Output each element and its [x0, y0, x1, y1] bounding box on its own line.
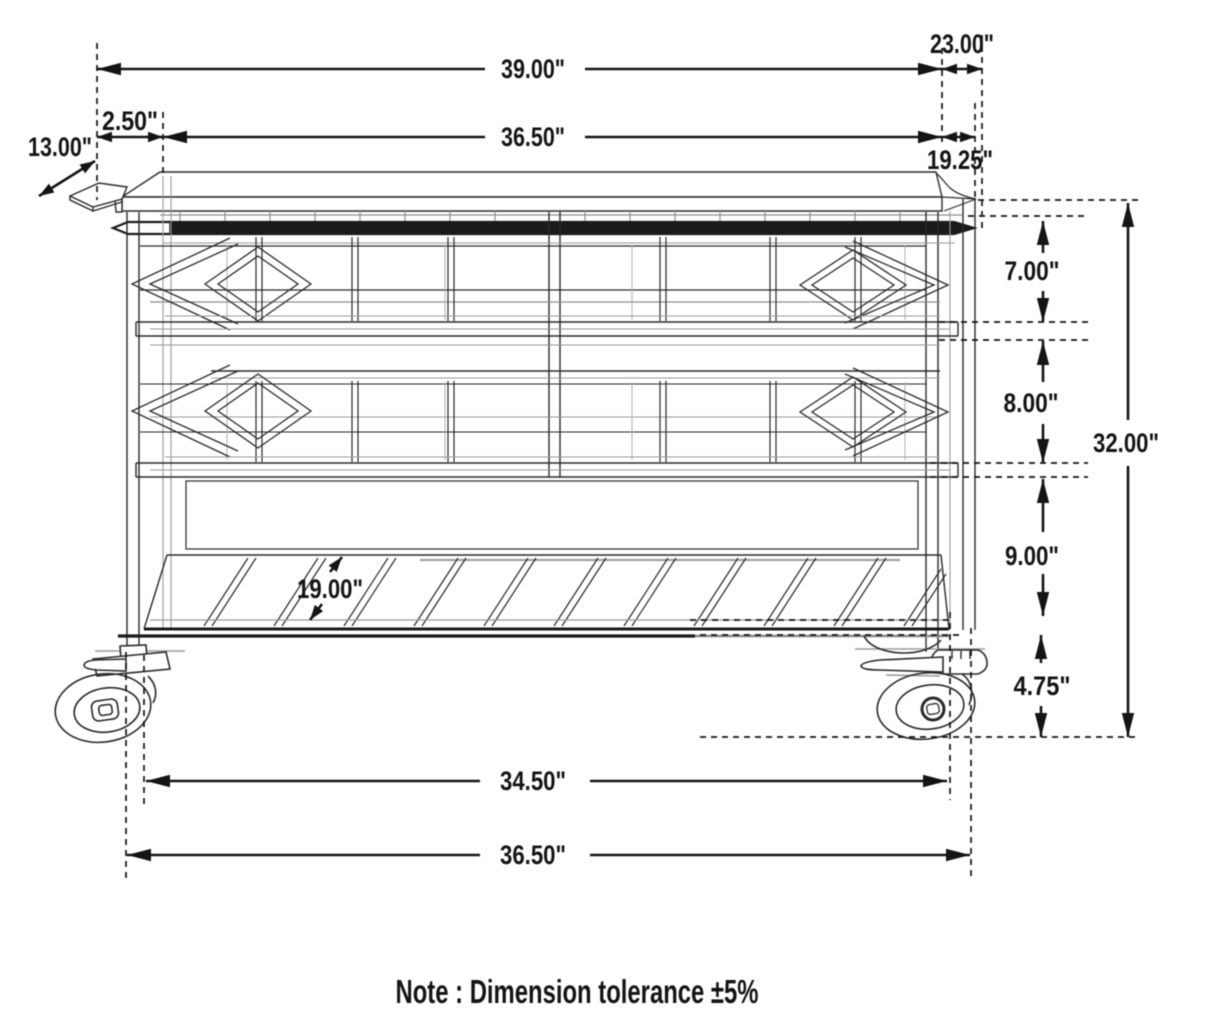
label-handle-setback: 2.50" [102, 106, 158, 136]
label-top-width: 36.50" [501, 122, 565, 152]
dim-arrow-shelf-depth-up [328, 556, 344, 573]
label-top-depth: 23.00" [930, 29, 994, 59]
lattice-tier1-left [130, 237, 313, 331]
cart-top-surface [114, 171, 977, 213]
lattice-tier1-right [798, 240, 950, 330]
tier3-back-panel [185, 480, 919, 550]
label-caster-height: 4.75" [1014, 671, 1071, 701]
shelf-band-2 [135, 456, 959, 478]
label-side-handle: 13.00" [28, 132, 92, 162]
top-gallery-rail [160, 211, 962, 221]
front-push-bar [110, 220, 978, 236]
cart-handle [68, 182, 128, 213]
dim-line-side-handle [38, 159, 96, 198]
dimension-labels: 39.00" 23.00" 2.50" 36.50" 19.25" 13.00"… [28, 29, 1159, 1010]
label-shelf-depth: 19.00" [297, 574, 363, 604]
left-caster [54, 644, 171, 744]
lattice-tier2-right [798, 367, 950, 457]
cart-drawing [54, 171, 988, 744]
label-frame-height: 32.00" [1093, 428, 1159, 458]
label-base-inner-width: 34.50" [500, 766, 566, 796]
shelf-band-1 [135, 315, 959, 337]
tier2-front [140, 344, 940, 462]
bottom-shelf [95, 554, 985, 652]
lattice-tier2-left [130, 364, 313, 458]
label-base-width: 36.50" [500, 840, 566, 870]
dim-arrow-shelf-depth-down [308, 603, 324, 621]
label-tier2-height: 8.00" [1004, 388, 1059, 418]
label-tier1-height: 7.00" [1005, 256, 1060, 286]
right-caster [860, 635, 988, 741]
note-text: Note : Dimension tolerance ±5% [396, 973, 759, 1010]
label-top-inner-depth: 19.25" [927, 145, 993, 175]
extension-lines [96, 35, 1143, 878]
dimension-annotations [38, 35, 1143, 878]
label-overall-width: 39.00" [501, 54, 565, 84]
tier1-front [140, 237, 955, 321]
label-tier3-height: 9.00" [1005, 541, 1059, 571]
cart-legs [126, 176, 976, 653]
